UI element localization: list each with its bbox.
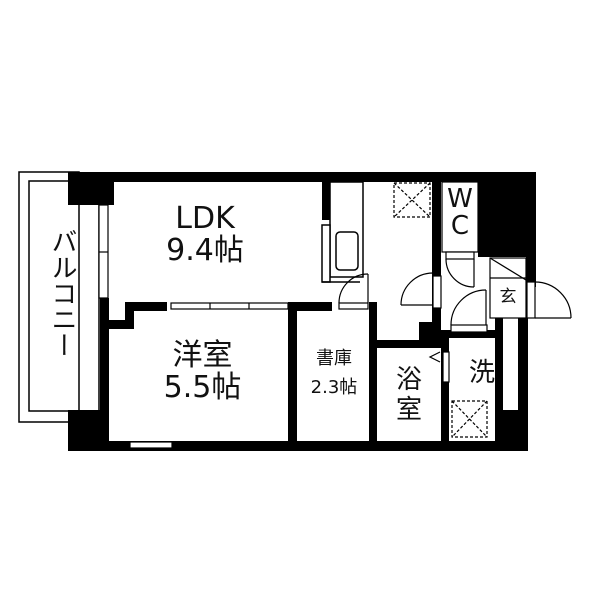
toilet-door (445, 251, 475, 288)
ldk-hall-door (400, 272, 442, 309)
entrance-name: 玄 (499, 287, 517, 307)
storage-name: 書庫 (316, 348, 352, 369)
interior-walls (108, 182, 503, 450)
storage-label: 書庫 2.3帖 (298, 345, 370, 403)
washroom-name: 洗 (468, 358, 495, 388)
ldk-name: LDK (175, 201, 235, 236)
entrance-label: 玄 (490, 287, 526, 307)
western-window (129, 441, 173, 449)
storage-size: 2.3帖 (310, 376, 358, 398)
balcony-name: バルコニー (47, 228, 77, 358)
toilet-label: W C (442, 184, 478, 242)
entrance (489, 257, 527, 319)
storage-door (338, 273, 369, 310)
toilet-room (441, 181, 479, 253)
toilet-name-line2: C (450, 211, 470, 242)
balcony-label: バルコニー (43, 228, 77, 358)
ldk-size: 9.4帖 (166, 232, 244, 268)
bath-door (428, 351, 450, 383)
entrance-door (526, 281, 572, 319)
ldk-window (98, 204, 109, 299)
washroom-door (450, 289, 488, 333)
western-room-label: 洋室 5.5帖 (140, 340, 265, 403)
western-room-name: 洋室 (172, 338, 233, 373)
bath-name-line2: 室 (395, 394, 422, 425)
bath-label: 浴 室 (380, 365, 438, 426)
washroom-label: 洗 (462, 358, 502, 388)
western-room-size: 5.5帖 (163, 369, 242, 405)
toilet-name-line1: W (447, 184, 473, 214)
kitchen-vent-icon (393, 182, 431, 218)
western-sliding-doors (170, 302, 289, 310)
kitchen-counter (321, 181, 364, 283)
washroom-vent-icon (451, 400, 488, 438)
bath-name-line1: 浴 (395, 365, 422, 395)
ldk-label: LDK 9.4帖 (150, 203, 260, 266)
